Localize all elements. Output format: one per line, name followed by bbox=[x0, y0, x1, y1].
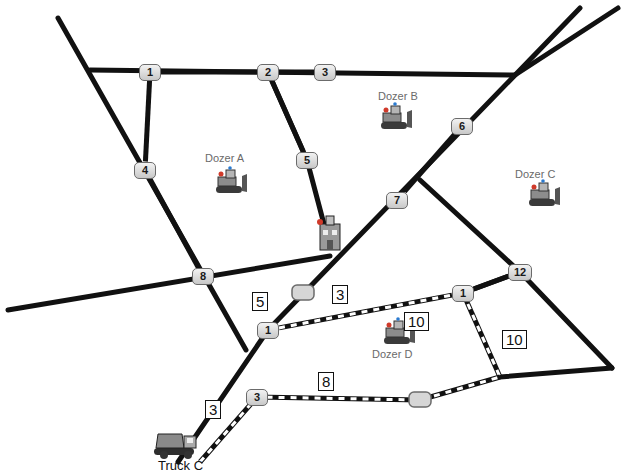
road-segment bbox=[161, 72, 257, 73]
route-weight: 3 bbox=[205, 400, 221, 419]
marker-number: 2 bbox=[263, 66, 273, 79]
road-marker: 2 bbox=[257, 64, 279, 81]
marker-number: 8 bbox=[198, 270, 208, 283]
road-segment bbox=[272, 81, 303, 152]
marker-number: 4 bbox=[140, 164, 150, 177]
road-marker: 5 bbox=[296, 152, 318, 169]
road-segment bbox=[150, 179, 199, 268]
marker-number: 1 bbox=[458, 287, 468, 300]
marker-number: 3 bbox=[252, 391, 262, 404]
marker-number: 5 bbox=[302, 154, 312, 167]
road-segment bbox=[279, 72, 314, 73]
road-marker: 1 bbox=[257, 322, 279, 339]
road-marker: 4 bbox=[134, 162, 156, 179]
road-segment bbox=[404, 135, 454, 192]
marker-number: 1 bbox=[145, 66, 155, 79]
road-marker: 1 bbox=[452, 285, 474, 302]
road-marker: 7 bbox=[386, 192, 408, 209]
road-marker: 3 bbox=[314, 64, 336, 81]
road-marker: 12 bbox=[508, 264, 532, 281]
vehicle-label: Dozer D bbox=[372, 348, 412, 360]
route-weight: 10 bbox=[404, 312, 429, 331]
route-weight: 3 bbox=[332, 285, 348, 304]
road-marker: 1 bbox=[139, 64, 161, 81]
route-weight: 5 bbox=[252, 292, 268, 311]
vehicle-label: Truck C bbox=[158, 458, 203, 473]
route-weight: 10 bbox=[502, 330, 527, 349]
road-marker: 3 bbox=[246, 389, 268, 406]
vehicle-label: Dozer A bbox=[205, 152, 244, 164]
road-segment bbox=[474, 276, 508, 288]
vehicle-label: Dozer B bbox=[378, 90, 418, 102]
road-marker: 6 bbox=[451, 118, 473, 135]
road-marker: 8 bbox=[192, 268, 214, 285]
vehicle-label: Dozer C bbox=[515, 168, 555, 180]
marker-number: 6 bbox=[457, 120, 467, 133]
road-segment bbox=[145, 81, 149, 162]
marker-number: 12 bbox=[514, 266, 526, 279]
marker-number: 7 bbox=[392, 194, 402, 207]
route-weight: 8 bbox=[318, 372, 334, 391]
marker-number: 3 bbox=[320, 66, 330, 79]
marker-number: 1 bbox=[263, 324, 273, 337]
